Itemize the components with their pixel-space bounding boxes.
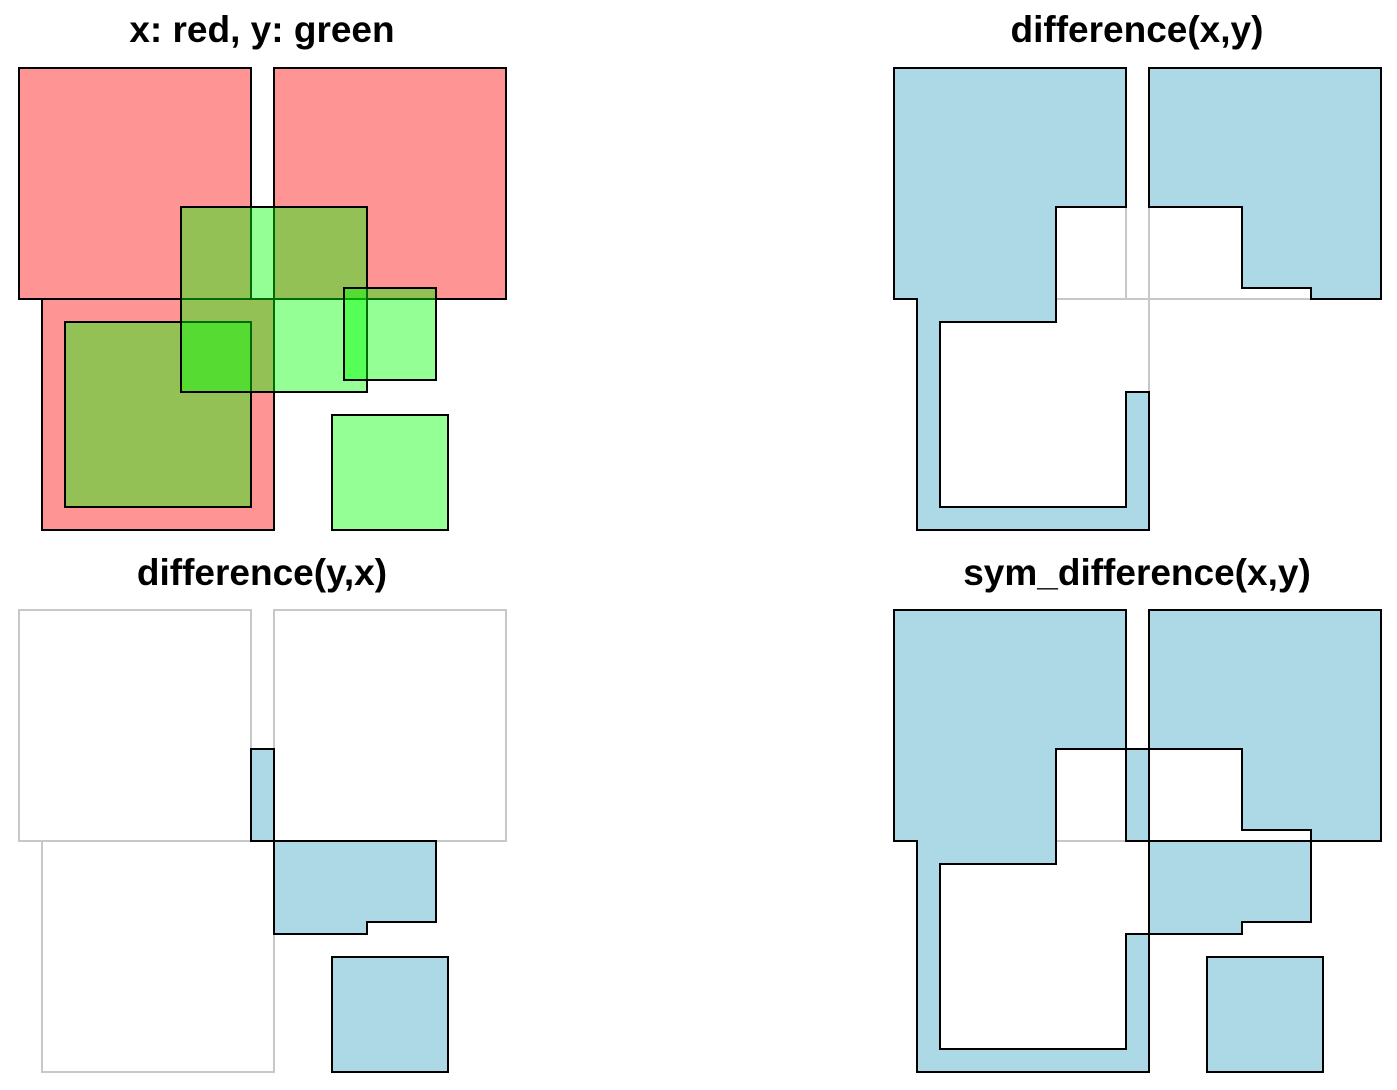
y-square — [343, 287, 437, 381]
panel-title-difference-yx: difference(y,x) — [137, 552, 387, 593]
x-outline — [916, 840, 1150, 1073]
result-shape-left — [893, 609, 1150, 1073]
panel-title-sym-difference-xy: sym_difference(x,y) — [963, 552, 1311, 593]
result-shape-small-square — [1206, 956, 1324, 1073]
panel-sym-difference-xy: sym_difference(x,y) — [893, 552, 1382, 1073]
panel-title-input: x: red, y: green — [129, 9, 394, 50]
result-shape-sliver — [1125, 748, 1150, 842]
result-shape-small-square — [331, 956, 449, 1073]
x-square — [273, 67, 507, 300]
result-shape-middle — [1148, 840, 1312, 935]
x-outline — [41, 840, 275, 1073]
result-shape-right — [1148, 67, 1382, 300]
result-shape-right — [1148, 609, 1382, 842]
panel-input: x: red, y: green — [18, 9, 507, 531]
x-outline — [916, 298, 1150, 531]
panel-title-difference-xy: difference(x,y) — [1011, 9, 1264, 50]
y-square — [331, 414, 449, 531]
y-square — [180, 206, 368, 393]
result-shape-left — [893, 67, 1150, 531]
result-shapes — [250, 748, 449, 1073]
x-red-squares — [18, 67, 507, 531]
result-shape-middle — [273, 840, 437, 935]
panel-difference-yx: difference(y,x) — [18, 552, 507, 1073]
x-outline — [273, 609, 507, 842]
x-outline — [18, 609, 252, 842]
panel-difference-xy: difference(x,y) — [893, 9, 1382, 531]
x-square — [41, 298, 275, 531]
result-shape-sliver — [250, 748, 275, 842]
y-green-squares — [64, 206, 449, 531]
result-shapes — [893, 609, 1382, 1073]
x-square — [18, 67, 252, 300]
y-square — [64, 321, 252, 508]
result-shapes — [893, 67, 1382, 531]
